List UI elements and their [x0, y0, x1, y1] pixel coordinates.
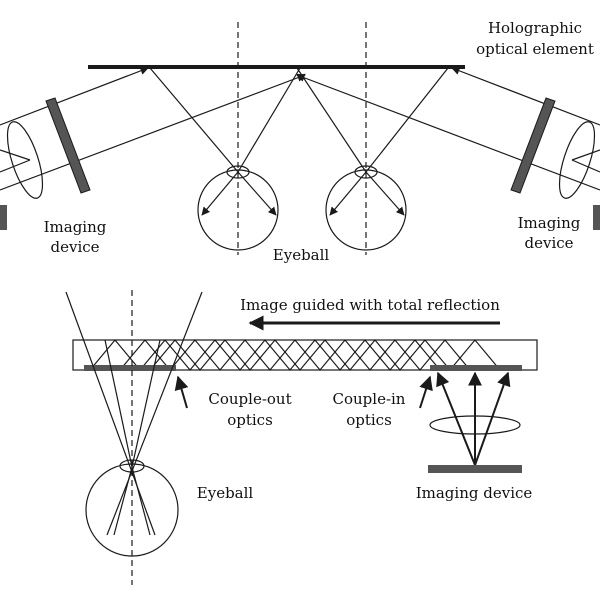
ray	[113, 466, 133, 536]
right-eye-lens	[354, 165, 378, 179]
ray	[201, 171, 239, 216]
beam	[0, 73, 306, 191]
couple-out-pointer	[174, 375, 189, 409]
right-imaging-label-line2: device	[524, 234, 573, 252]
beam	[0, 149, 31, 161]
right-imaging-label-line1: Imaging	[518, 214, 581, 232]
right-eyeball	[325, 169, 407, 251]
ray	[237, 171, 277, 216]
ray	[329, 171, 367, 216]
couple-out-label-line1: Couple-out	[208, 390, 291, 408]
couple-in-label-line2: optics	[346, 411, 392, 429]
left-eye-lens	[226, 165, 250, 179]
couple-in-label-line1: Couple-in	[333, 390, 406, 408]
ray	[131, 339, 161, 468]
ray	[436, 371, 476, 466]
bottom-eyeball-label: Eyeball	[197, 484, 254, 502]
guide-label: Image guided with total reflection	[240, 296, 500, 314]
ray	[131, 466, 151, 536]
bottom-diagram	[65, 290, 538, 585]
bottom-eyeball	[85, 463, 179, 557]
bottom-imaging-device	[428, 465, 522, 473]
beam	[0, 159, 31, 173]
ray	[65, 291, 156, 536]
hoe-label-line2: optical element	[476, 40, 594, 58]
left-imaging-device	[0, 205, 7, 230]
ray	[104, 339, 133, 468]
beam	[571, 149, 600, 161]
couple-in-element	[430, 365, 522, 371]
ray	[296, 67, 367, 173]
zigzag-2	[119, 339, 471, 371]
zigzag-1	[149, 339, 501, 371]
left-grating	[45, 97, 91, 194]
bottom-labels: Image guided with total reflection Coupl…	[197, 296, 533, 502]
left-imaging-label-line2: device	[50, 238, 99, 256]
hoe-label-line1: Holographic	[488, 19, 582, 37]
beam	[0, 66, 149, 126]
ray	[106, 291, 203, 536]
bottom-imaging-label: Imaging device	[416, 484, 533, 502]
top-diagram	[0, 22, 600, 255]
right-grating	[510, 97, 556, 194]
top-eyeball-label: Eyeball	[273, 246, 330, 264]
ray	[365, 67, 449, 173]
left-imaging-label-line1: Imaging	[44, 218, 107, 236]
beam	[571, 159, 600, 173]
left-lens	[6, 121, 44, 199]
ray	[237, 67, 301, 173]
ray	[365, 171, 405, 216]
ray	[149, 67, 239, 173]
beam	[296, 73, 600, 191]
zigzag-3	[89, 339, 441, 371]
couple-out-label-line2: optics	[227, 411, 273, 429]
bottom-eye-lens	[119, 459, 145, 473]
waveguide	[72, 339, 538, 371]
couple-in-pointer	[419, 375, 433, 409]
couple-out-element	[84, 365, 176, 371]
right-lens	[558, 121, 596, 199]
top-labels: Holographic optical element Imaging devi…	[44, 19, 594, 264]
right-imaging-device	[593, 205, 600, 230]
beam	[451, 66, 600, 126]
ray	[474, 371, 511, 466]
left-eyeball	[197, 169, 279, 251]
